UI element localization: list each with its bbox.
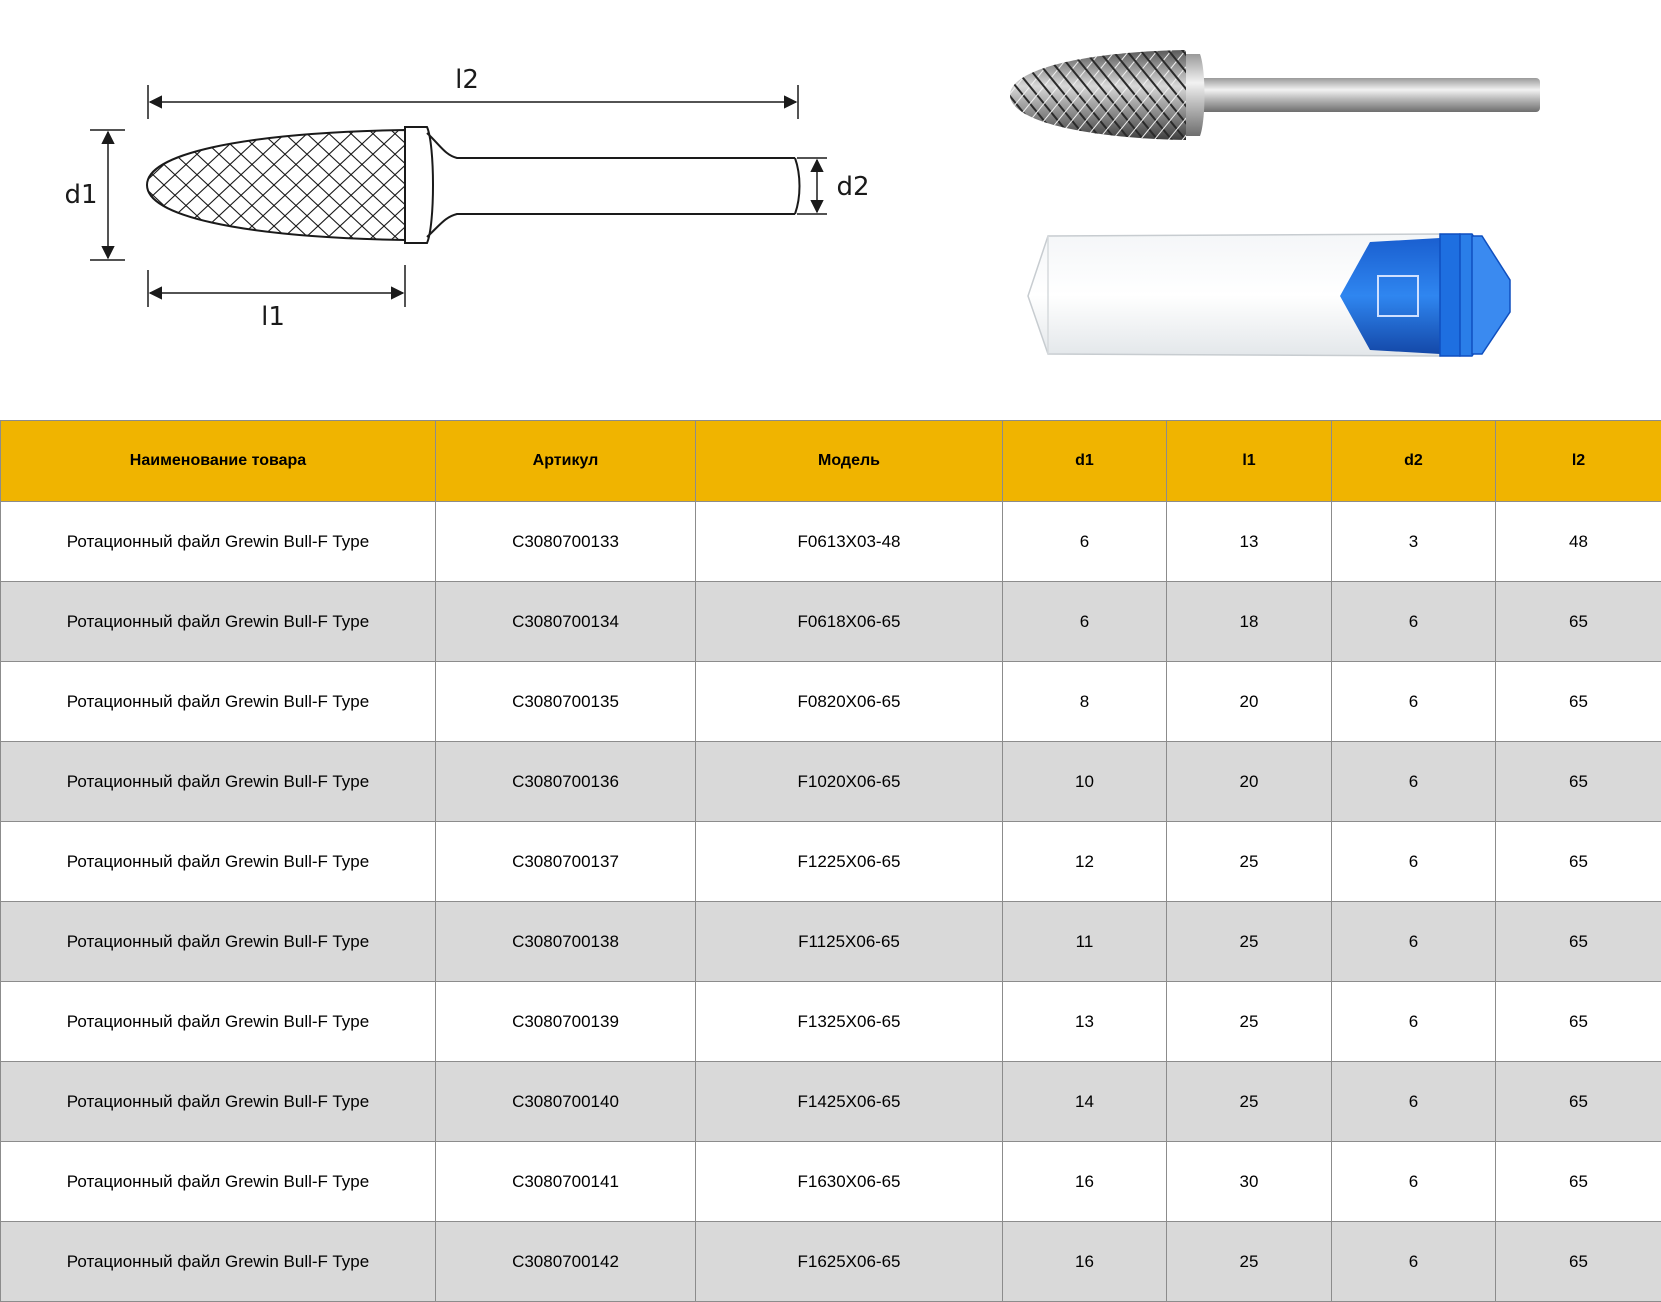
cell-d2: 6 [1331,821,1496,902]
cell-d2: 6 [1331,981,1496,1062]
dim-label-d2: d2 [836,172,869,202]
cell-article: С3080700133 [435,501,696,582]
cell-product-name: Ротационный файл Grewin Bull-F Type [0,1221,436,1302]
technical-drawing: l2 l1 d1 d2 [64,65,869,332]
cell-l2: 65 [1495,1061,1661,1142]
cell-d1: 14 [1002,1061,1167,1142]
cell-model: F1630X06-65 [695,1141,1003,1222]
cell-product-name: Ротационный файл Grewin Bull-F Type [0,1061,436,1142]
cell-model: F1125X06-65 [695,901,1003,982]
cell-l2: 65 [1495,981,1661,1062]
cell-article: С3080700140 [435,1061,696,1142]
cell-d1: 16 [1002,1221,1167,1302]
cell-d2: 6 [1331,901,1496,982]
cell-l1: 30 [1166,1141,1332,1222]
table-header-row: Наименование товара Артикул Модель d1 l1… [0,420,1661,502]
cell-l2: 65 [1495,901,1661,982]
cell-article: С3080700139 [435,981,696,1062]
cell-article: С3080700142 [435,1221,696,1302]
cell-l1: 25 [1166,901,1332,982]
header-l1: l1 [1166,420,1332,502]
cell-l1: 25 [1166,821,1332,902]
carbide-burr-photo [1010,50,1540,140]
cell-l1: 18 [1166,581,1332,662]
cell-model: F0613X03-48 [695,501,1003,582]
cell-d2: 6 [1331,661,1496,742]
cell-model: F0618X06-65 [695,581,1003,662]
cell-article: С3080700134 [435,581,696,662]
cell-product-name: Ротационный файл Grewin Bull-F Type [0,741,436,822]
cell-d1: 12 [1002,821,1167,902]
header-product-name: Наименование товара [0,420,436,502]
cell-l1: 25 [1166,1061,1332,1142]
product-spec-table: Наименование товара Артикул Модель d1 l1… [0,420,1661,1302]
cell-l2: 65 [1495,661,1661,742]
cell-l2: 65 [1495,1221,1661,1302]
cell-l2: 65 [1495,821,1661,902]
header-l2: l2 [1495,420,1661,502]
cell-product-name: Ротационный файл Grewin Bull-F Type [0,501,436,582]
dim-label-d1: d1 [64,180,97,210]
cell-article: С3080700141 [435,1141,696,1222]
cell-d1: 10 [1002,741,1167,822]
cell-d1: 16 [1002,1141,1167,1222]
cell-model: F0820X06-65 [695,661,1003,742]
cell-l1: 25 [1166,981,1332,1062]
header-model: Модель [695,420,1003,502]
cell-product-name: Ротационный файл Grewin Bull-F Type [0,821,436,902]
cell-product-name: Ротационный файл Grewin Bull-F Type [0,1141,436,1222]
cell-d2: 6 [1331,741,1496,822]
cell-d1: 8 [1002,661,1167,742]
cell-d1: 6 [1002,501,1167,582]
cell-article: С3080700138 [435,901,696,982]
cell-model: F1020X06-65 [695,741,1003,822]
header-article: Артикул [435,420,696,502]
cell-l1: 13 [1166,501,1332,582]
header-d2: d2 [1331,420,1496,502]
cell-article: С3080700135 [435,661,696,742]
cell-d2: 6 [1331,1221,1496,1302]
cell-l1: 20 [1166,741,1332,822]
cell-model: F1625X06-65 [695,1221,1003,1302]
cell-model: F1225X06-65 [695,821,1003,902]
cell-d2: 6 [1331,1061,1496,1142]
product-header-area: l2 l1 d1 d2 [0,0,1661,420]
cell-d2: 6 [1331,1141,1496,1222]
cell-l2: 65 [1495,581,1661,662]
dim-label-l1: l1 [261,302,285,332]
cell-article: С3080700136 [435,741,696,822]
cell-product-name: Ротационный файл Grewin Bull-F Type [0,901,436,982]
header-d1: d1 [1002,420,1167,502]
cell-model: F1325X06-65 [695,981,1003,1062]
cell-d2: 6 [1331,581,1496,662]
dim-label-l2: l2 [455,65,479,95]
cell-d2: 3 [1331,501,1496,582]
cell-l1: 20 [1166,661,1332,742]
cell-l1: 25 [1166,1221,1332,1302]
cell-d1: 13 [1002,981,1167,1062]
cell-article: С3080700137 [435,821,696,902]
cell-d1: 6 [1002,581,1167,662]
cell-model: F1425X06-65 [695,1061,1003,1142]
cell-product-name: Ротационный файл Grewin Bull-F Type [0,981,436,1062]
cell-l2: 48 [1495,501,1661,582]
cell-l2: 65 [1495,1141,1661,1222]
cell-product-name: Ротационный файл Grewin Bull-F Type [0,581,436,662]
cell-l2: 65 [1495,741,1661,822]
plastic-case-photo [1027,233,1511,357]
cell-product-name: Ротационный файл Grewin Bull-F Type [0,661,436,742]
cell-d1: 11 [1002,901,1167,982]
